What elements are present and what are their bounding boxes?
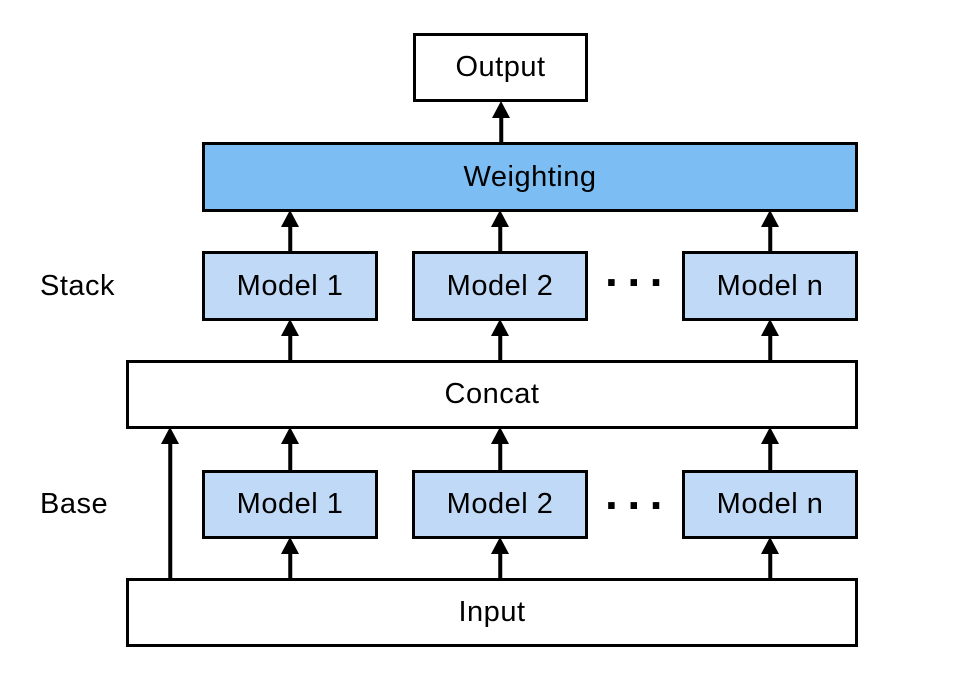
- base-model-1-box: Model 1: [202, 470, 378, 539]
- stack-model-2-box: Model 2: [412, 251, 588, 321]
- base-models-ellipsis: ···: [605, 478, 672, 531]
- arrow-input-to-base-model-2: [491, 537, 509, 580]
- concat-box: Concat: [126, 360, 858, 429]
- arrow-stack-model-1-to-weighting: [281, 210, 299, 253]
- output-box: Output: [413, 33, 588, 102]
- arrow-concat-to-stack-model-2: [491, 319, 509, 362]
- weighting-box: Weighting: [202, 142, 858, 212]
- arrow-input-to-base-model-1: [281, 537, 299, 580]
- stack-models-ellipsis: ···: [605, 256, 672, 308]
- arrow-base-model-n-to-concat: [761, 427, 779, 472]
- arrow-base-model-1-to-concat: [281, 427, 299, 472]
- stack-model-1-box: Model 1: [202, 251, 378, 321]
- stack-model-n-box: Model n: [682, 251, 858, 321]
- base-row-label: Base: [40, 488, 109, 520]
- base-model-2-box: Model 2: [412, 470, 588, 539]
- arrow-weighting-to-output: [492, 101, 510, 144]
- arrow-concat-to-stack-model-1: [281, 319, 299, 362]
- base-model-n-box: Model n: [682, 470, 858, 539]
- arrow-input-to-base-model-n: [761, 537, 779, 580]
- arrow-concat-to-stack-model-n: [761, 319, 779, 362]
- arrow-input-to-concat: [161, 427, 179, 579]
- arrow-stack-model-2-to-weighting: [491, 210, 509, 253]
- arrow-base-model-2-to-concat: [491, 427, 509, 472]
- stack-row-label: Stack: [40, 269, 116, 302]
- arrow-stack-model-n-to-weighting: [761, 210, 779, 253]
- input-box: Input: [126, 578, 858, 647]
